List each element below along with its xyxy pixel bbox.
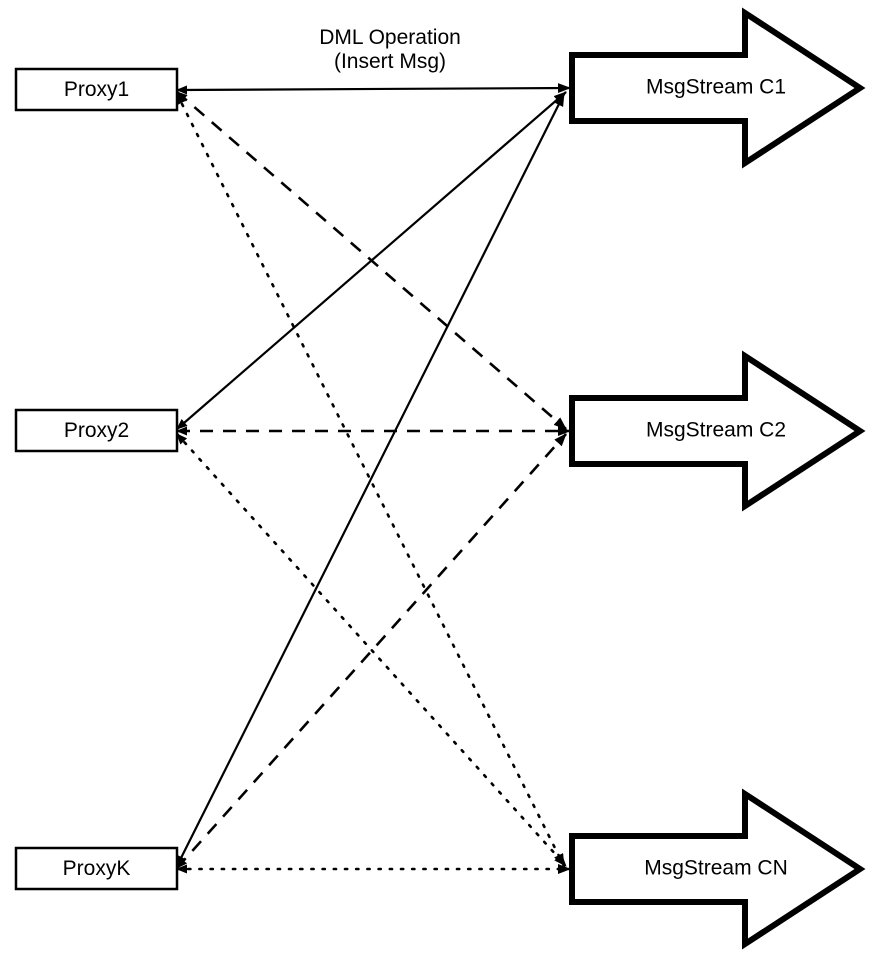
msgstream-node-stream_c2: MsgStream C2 <box>569 350 866 512</box>
connection-proxyk-to-stream_c1 <box>176 93 565 867</box>
connection-proxyk-to-stream_c2 <box>176 433 567 869</box>
dml-operation-label-line1: DML Operation <box>319 26 461 49</box>
block-arrow-icon <box>569 7 866 169</box>
connection-proxy1-to-stream_c1 <box>176 83 571 95</box>
proxy-node-proxy1: Proxy1 <box>14 67 179 112</box>
msgstream-label: MsgStream CN <box>644 857 788 880</box>
block-arrow-icon <box>569 788 866 950</box>
msgstream-layer: MsgStream C1 MsgStream C2 MsgStream CN <box>569 7 866 950</box>
proxy-label: Proxy2 <box>64 419 129 442</box>
proxy-label: Proxy1 <box>64 78 129 101</box>
edge-label-layer: DML Operation (Insert Msg) <box>319 26 461 73</box>
proxy-box <box>14 67 179 112</box>
msgstream-label: MsgStream C1 <box>646 76 786 99</box>
block-arrow-icon <box>569 350 866 512</box>
proxy-box <box>14 846 179 891</box>
msgstream-node-stream_c1: MsgStream C1 <box>569 7 866 169</box>
dml-operation-label-line2: (Insert Msg) <box>334 50 446 73</box>
msgstream-node-stream_cn: MsgStream CN <box>569 788 866 950</box>
proxy-node-proxy2: Proxy2 <box>14 408 179 453</box>
proxy-label: ProxyK <box>63 857 131 880</box>
msgstream-label: MsgStream C2 <box>646 419 786 442</box>
proxy-box <box>14 408 179 453</box>
connections-layer <box>175 83 572 874</box>
proxy-node-proxyk: ProxyK <box>14 846 179 891</box>
